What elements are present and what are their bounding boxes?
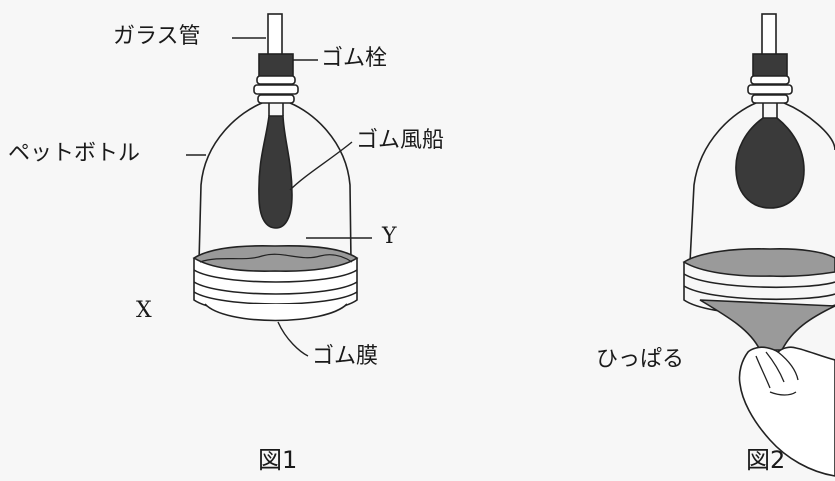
label-glass-tube: ガラス管 — [113, 24, 201, 49]
figure1-apparatus — [192, 13, 359, 322]
bottle-neck-2 — [747, 75, 793, 104]
leader-membrane — [277, 321, 309, 357]
label-x: X — [136, 298, 152, 323]
rubber-membrane-1 — [204, 303, 348, 322]
pet-bottle-body-2 — [689, 102, 835, 263]
pet-bottle-body-1 — [198, 102, 352, 263]
membrane-top-1 — [192, 245, 359, 272]
leader-balloon — [289, 141, 353, 191]
bottle-neck-1 — [253, 75, 299, 104]
figure1-leader-lines — [186, 37, 372, 357]
label-rubber-stopper: ゴム栓 — [321, 46, 388, 71]
rubber-stopper-2 — [752, 53, 788, 79]
rubber-balloon-1 — [258, 115, 293, 229]
label-rubber-membrane: ゴム膜 — [312, 344, 379, 369]
rubber-balloon-2 — [735, 117, 805, 209]
glass-tube-2 — [761, 13, 777, 57]
membrane-top-2 — [682, 248, 835, 278]
label-rubber-balloon: ゴム風船 — [356, 128, 445, 153]
hand — [738, 346, 835, 477]
glass-tube-1 — [267, 13, 283, 57]
label-y: Y — [382, 224, 397, 249]
rubber-stopper-1 — [258, 53, 294, 79]
label-pet-bottle: ペットボトル — [8, 141, 141, 166]
figure2-apparatus — [682, 13, 835, 477]
caption-figure1: 図1 — [258, 446, 298, 474]
caption-figure2: 図2 — [746, 446, 786, 474]
rubber-membrane-pulled — [699, 299, 835, 351]
label-pull: ひっぱる — [596, 347, 685, 372]
